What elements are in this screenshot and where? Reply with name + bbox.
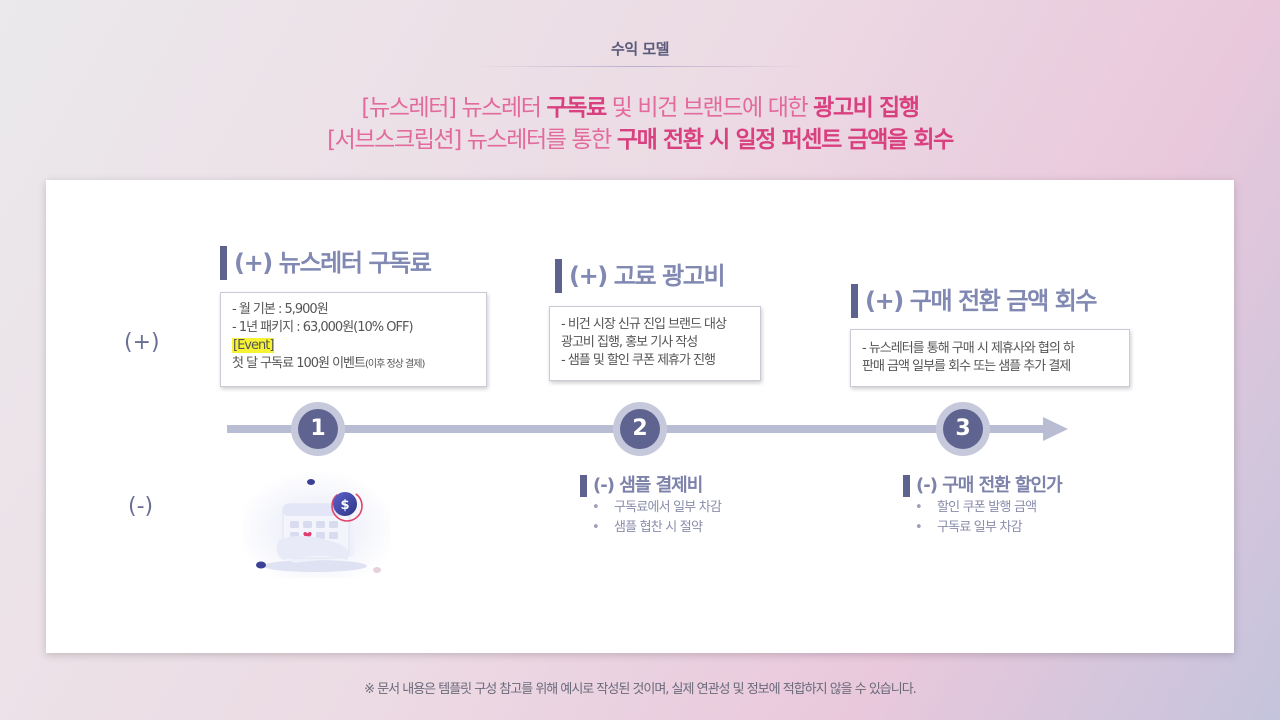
divider [470, 66, 810, 67]
footer-disclaimer: ※ 문서 내용은 템플릿 구성 참고를 위해 예시로 작성된 것이며, 실제 연… [364, 682, 917, 697]
headline-line-2: [서브스크립션] 뉴스레터를 통한 구매 전환 시 일정 퍼센트 금액을 회수 [0, 120, 1280, 154]
minus-row-label: (-) [128, 494, 154, 519]
headline-line-1: [뉴스레터] 뉴스레터 구독료 및 비건 브랜드에 대한 광고비 집행 [0, 88, 1280, 122]
timeline-node-1: 1 [291, 402, 345, 456]
step3-minus-title: (-) 구매 전환 할인가 [903, 474, 1063, 498]
headline-1-text: [뉴스레터] 뉴스레터 [361, 95, 547, 121]
headline-1-emph-1: 구독료 [546, 95, 607, 121]
step3-detail-box: - 뉴스레터를 통해 구매 시 제휴사와 협의 하 판매 금액 일부를 회수 또… [850, 329, 1130, 387]
step2-detail-box: - 비건 시장 신규 진입 브랜드 대상 광고비 집행, 홍보 기사 작성 - … [549, 306, 761, 381]
headline-2-emph: 구매 전환 시 일정 퍼센트 금액을 회수 [616, 127, 954, 153]
step2-line-3: - 샘플 및 할인 쿠폰 제휴가 진행 [561, 353, 716, 368]
plus-row-label: (+) [124, 330, 160, 355]
timeline-node-3: 3 [936, 402, 990, 456]
step3-minus-item-1: 할인 쿠폰 발행 금액 [915, 498, 1037, 518]
step2-minus-list: 구독료에서 일부 차감 샘플 협찬 시 절약 [592, 498, 722, 538]
timeline-arrow-icon [1043, 417, 1068, 441]
event-tag: [Event] [232, 338, 274, 353]
event-text: 첫 달 구독료 100원 이벤트 [232, 356, 366, 371]
step1-line-2: - 1년 패키지 : 63,000원(10% OFF) [232, 320, 414, 335]
node-number-2: 2 [620, 409, 660, 449]
step2-title: (+) 고료 광고비 [555, 259, 726, 293]
step2-line-1: - 비건 시장 신규 진입 브랜드 대상 [561, 317, 727, 332]
step1-line-1: - 월 기본 : 5,900원 [232, 302, 329, 317]
step3-minus-list: 할인 쿠폰 발행 금액 구독료 일부 차감 [915, 498, 1037, 538]
step2-minus-title: (-) 샘플 결제비 [580, 474, 703, 498]
step3-line-1: - 뉴스레터를 통해 구매 시 제휴사와 협의 하 [862, 341, 1075, 356]
step2-minus-item-1: 구독료에서 일부 차감 [592, 498, 722, 518]
step2-minus-item-2: 샘플 협찬 시 절약 [592, 518, 721, 538]
step3-title: (+) 구매 전환 금액 회수 [851, 284, 1098, 318]
step1-detail-box: - 월 기본 : 5,900원 - 1년 패키지 : 63,000원(10% O… [220, 292, 487, 387]
step2-line-2: 광고비 집행, 홍보 기사 작성 [561, 335, 698, 350]
step1-event-row: [Event] [232, 337, 486, 355]
section-label: 수익 모델 [611, 40, 669, 58]
step3-minus-item-2: 구독료 일부 차감 [915, 518, 1036, 538]
headline-2-text: [서브스크립션] 뉴스레터를 통한 [327, 127, 617, 153]
headline-1-text-mid: 및 비건 브랜드에 대한 [605, 95, 814, 121]
coin-symbol: $ [340, 498, 349, 513]
node-number-3: 3 [943, 409, 983, 449]
step1-title: (+) 뉴스레터 구독료 [220, 246, 432, 280]
calendar-payment-icon: $ [243, 470, 391, 578]
headline-1-emph-2: 광고비 집행 [813, 95, 920, 121]
step1-event-line: 첫 달 구독료 100원 이벤트(이후 정상 결제) [232, 355, 486, 374]
timeline-node-2: 2 [613, 402, 667, 456]
node-number-1: 1 [298, 409, 338, 449]
event-note: (이후 정상 결제) [364, 359, 425, 370]
step3-line-2: 판매 금액 일부를 회수 또는 샘플 추가 결제 [862, 359, 1071, 374]
